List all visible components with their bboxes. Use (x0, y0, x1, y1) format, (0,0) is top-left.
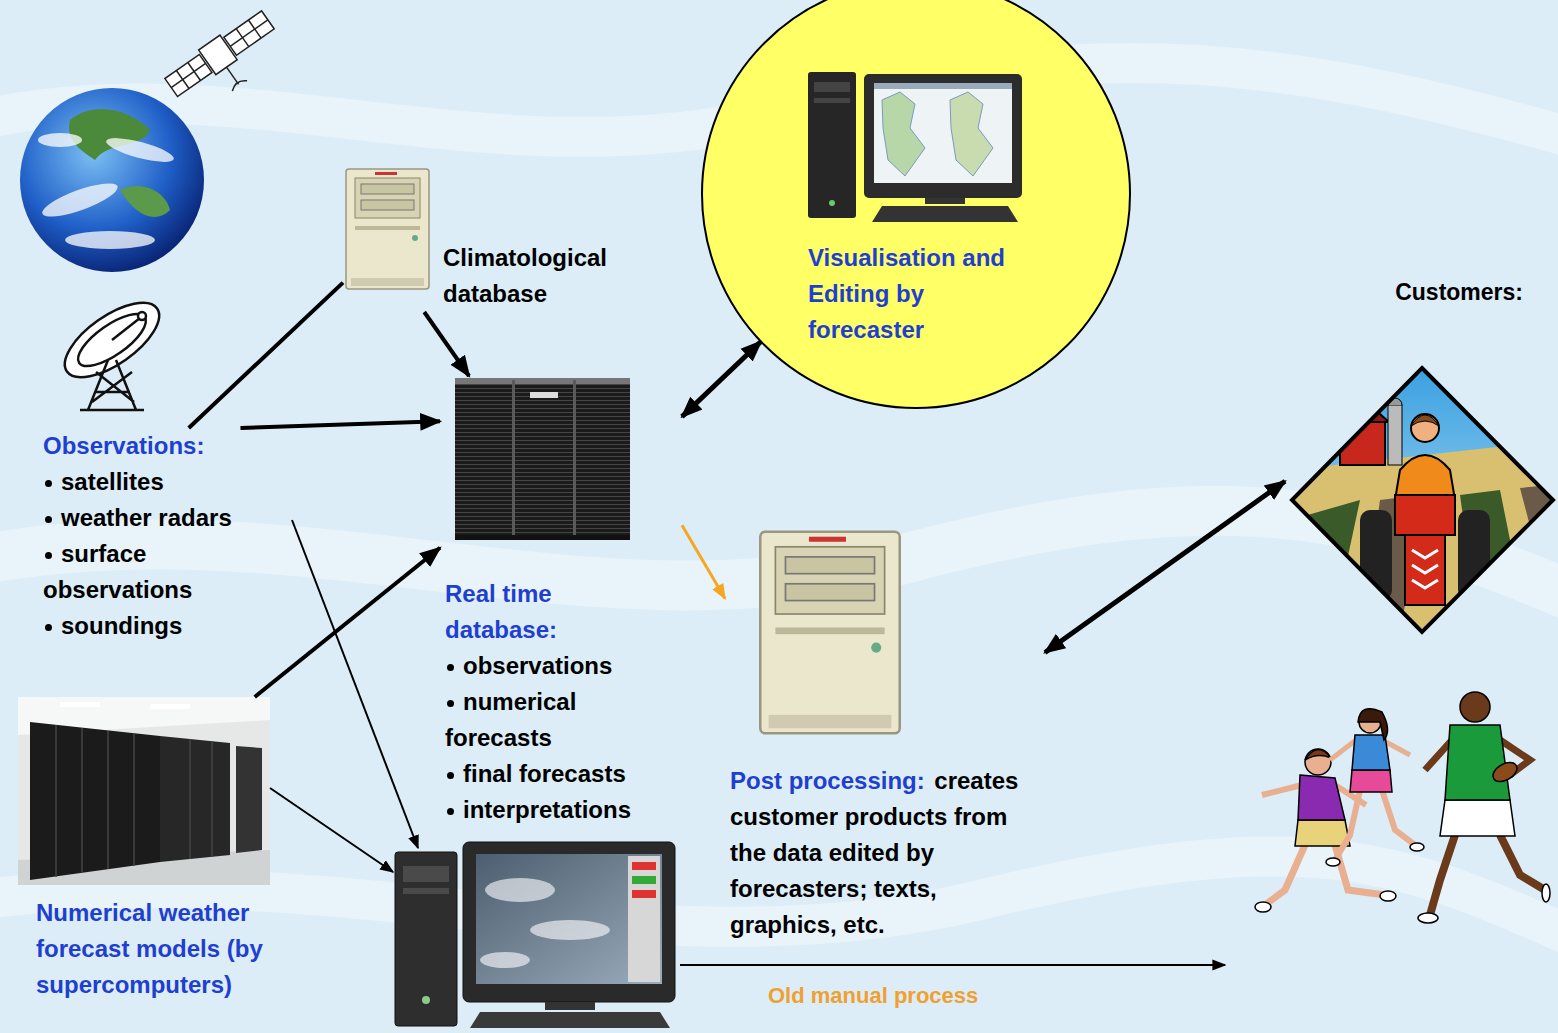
connector-arrow (255, 548, 440, 697)
node-label: Visualisation and Editing by forecaster (808, 240, 1033, 348)
diamond-frame (1292, 368, 1553, 632)
paragraph: Post processing:creates customer product… (730, 763, 1040, 943)
bullet-item: interpretations (445, 792, 677, 828)
realtime-database-node: Real time database: observations numerical… (440, 376, 682, 828)
database-server-icon (455, 378, 630, 540)
bullet-text: final forecasts (463, 760, 626, 787)
forecaster-circle: Visualisation and Editing by forecaster (700, 0, 1132, 410)
node-label: Customers: (1285, 274, 1523, 310)
connector-arrow (1045, 481, 1285, 652)
earth-globe (20, 88, 204, 272)
bullet-text: surface observations (43, 540, 192, 603)
satellite-dish-icon (53, 289, 171, 410)
bullet-item: soundings (43, 608, 258, 644)
circle-shape (702, 0, 1130, 408)
node-label: Numerical weather forecast models (by su… (36, 895, 276, 1003)
children-illustration (1255, 692, 1550, 923)
bullet-item: observations (445, 648, 677, 684)
list-heading: Observations: (43, 428, 258, 464)
bullet-text: interpretations (463, 796, 631, 823)
bullet-item: final forecasts (445, 756, 677, 792)
connector-arrow (241, 421, 441, 428)
database-node: Climatological database (343, 165, 668, 312)
process-label: Old manual process (768, 982, 978, 1010)
observations-node: Observations: satellites weather radars sur… (38, 428, 263, 644)
server-icon (346, 169, 429, 289)
workstation-icon (395, 842, 675, 1028)
connector-arrow (682, 342, 761, 417)
bullet-text: weather radars (61, 504, 232, 531)
bullet-item: numerical forecasts (445, 684, 677, 756)
node-heading: Post processing: (730, 767, 925, 794)
old-process-lines (270, 520, 1225, 965)
server-icon (760, 532, 899, 734)
post-processing-node: Post processing:creates customer product… (725, 528, 1045, 943)
list-heading: Real time database: (445, 576, 625, 648)
connector-arrow (424, 312, 469, 376)
bullet-item: surface observations (43, 536, 258, 608)
bullet-item: satellites (43, 464, 258, 500)
connector-arrow (189, 283, 343, 428)
customers-node: Customers: (1285, 262, 1553, 640)
bullet-text: satellites (61, 468, 164, 495)
supercomputer-photo (18, 697, 270, 885)
satellite-icon (163, 8, 290, 119)
bullet-item: weather radars (43, 500, 258, 536)
farmer-illustration (1290, 366, 1558, 640)
bullet-text: numerical forecasts (445, 688, 576, 751)
connector-arrow (682, 525, 725, 598)
node-label: Climatological database (443, 240, 663, 312)
circle-outline (700, 0, 1132, 410)
nwp-models-node: Numerical weather forecast models (by su… (18, 697, 281, 1003)
bullet-text: soundings (61, 612, 182, 639)
monitor-icon (808, 72, 1022, 222)
bullet-text: observations (463, 652, 612, 679)
